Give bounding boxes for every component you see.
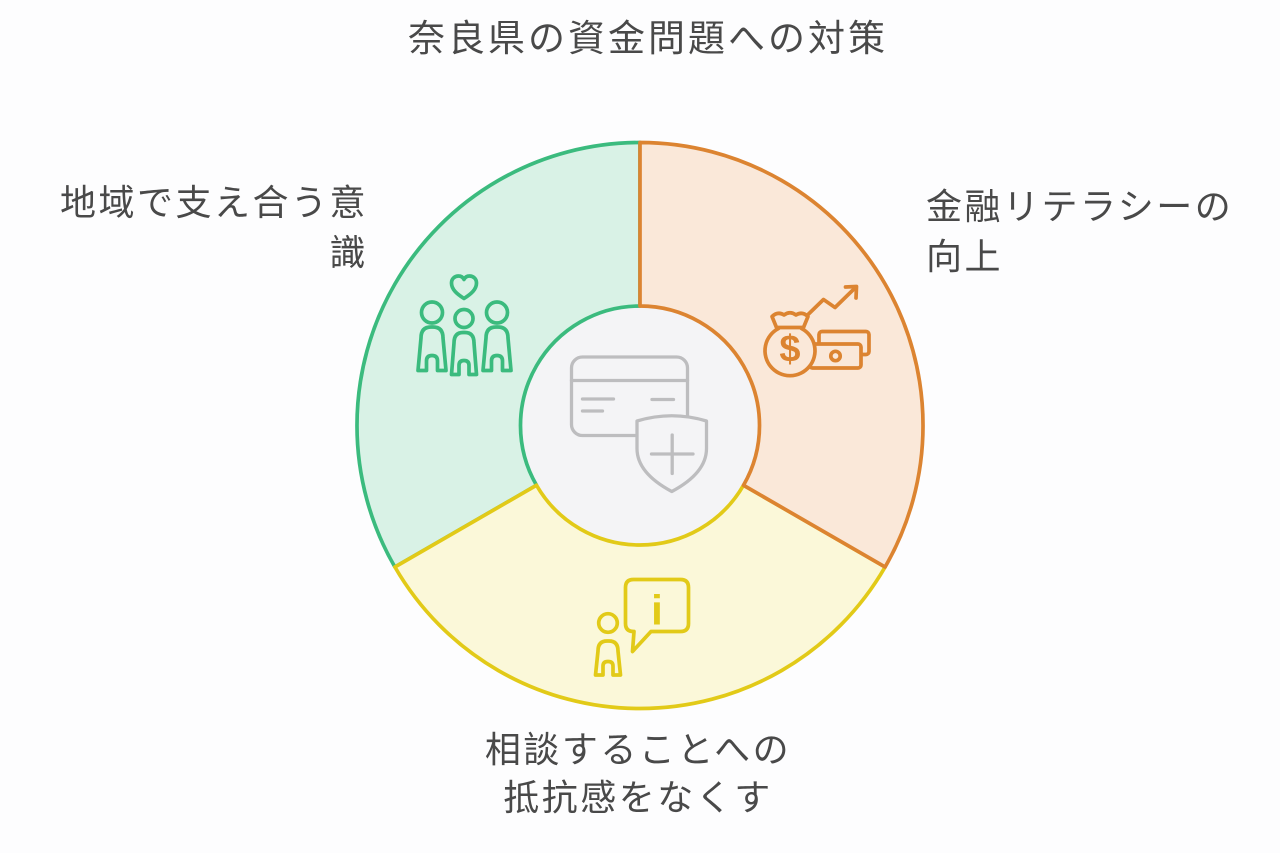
people-with-heart-icon [416,274,513,377]
segment-label-community-support: 地域で支え合う意 識 [60,178,368,278]
person-right-head [484,300,510,325]
money-bag-growth-icon: $ [763,284,871,378]
label-line: 識 [329,232,368,273]
credit-card-icon [569,355,690,438]
label-line: 向上 [926,236,1004,277]
money-bag-body [763,326,817,378]
label-line: 抵抗感をなくす [503,777,773,818]
person-center-head [453,307,475,330]
credit-card-shield-plus-icon [569,355,709,494]
person-right-body [481,325,513,373]
segment-label-financial-literacy: 金融リテラシーの 向上 [926,182,1233,282]
consult-person-head [596,611,620,635]
person-left-head [419,300,445,325]
growth-arrow-icon [804,285,858,319]
label-line: 地域で支え合う意 [59,182,368,223]
dollar-symbol: $ [779,329,800,371]
money-bag-tie [770,310,810,330]
info-symbol: i [651,587,663,634]
label-line: 金融リテラシーの [926,186,1234,227]
segment-consultation [393,483,887,711]
segment-label-consultation: 相談することへの 抵抗感をなくす [440,726,836,822]
person-left-body [416,325,448,373]
heart-icon [449,274,479,301]
person-center-body [449,330,479,377]
label-line: 相談することへの [484,729,792,770]
diagram-title: 奈良県の資金問題への対策 [408,18,888,59]
speech-bubble-icon [623,577,691,654]
consult-person-body [593,639,623,677]
person-speech-bubble-info-icon: i [593,577,691,677]
banknote-coin-dot [828,349,843,363]
banknote-front [807,342,863,370]
growth-arrow-head [843,284,859,300]
